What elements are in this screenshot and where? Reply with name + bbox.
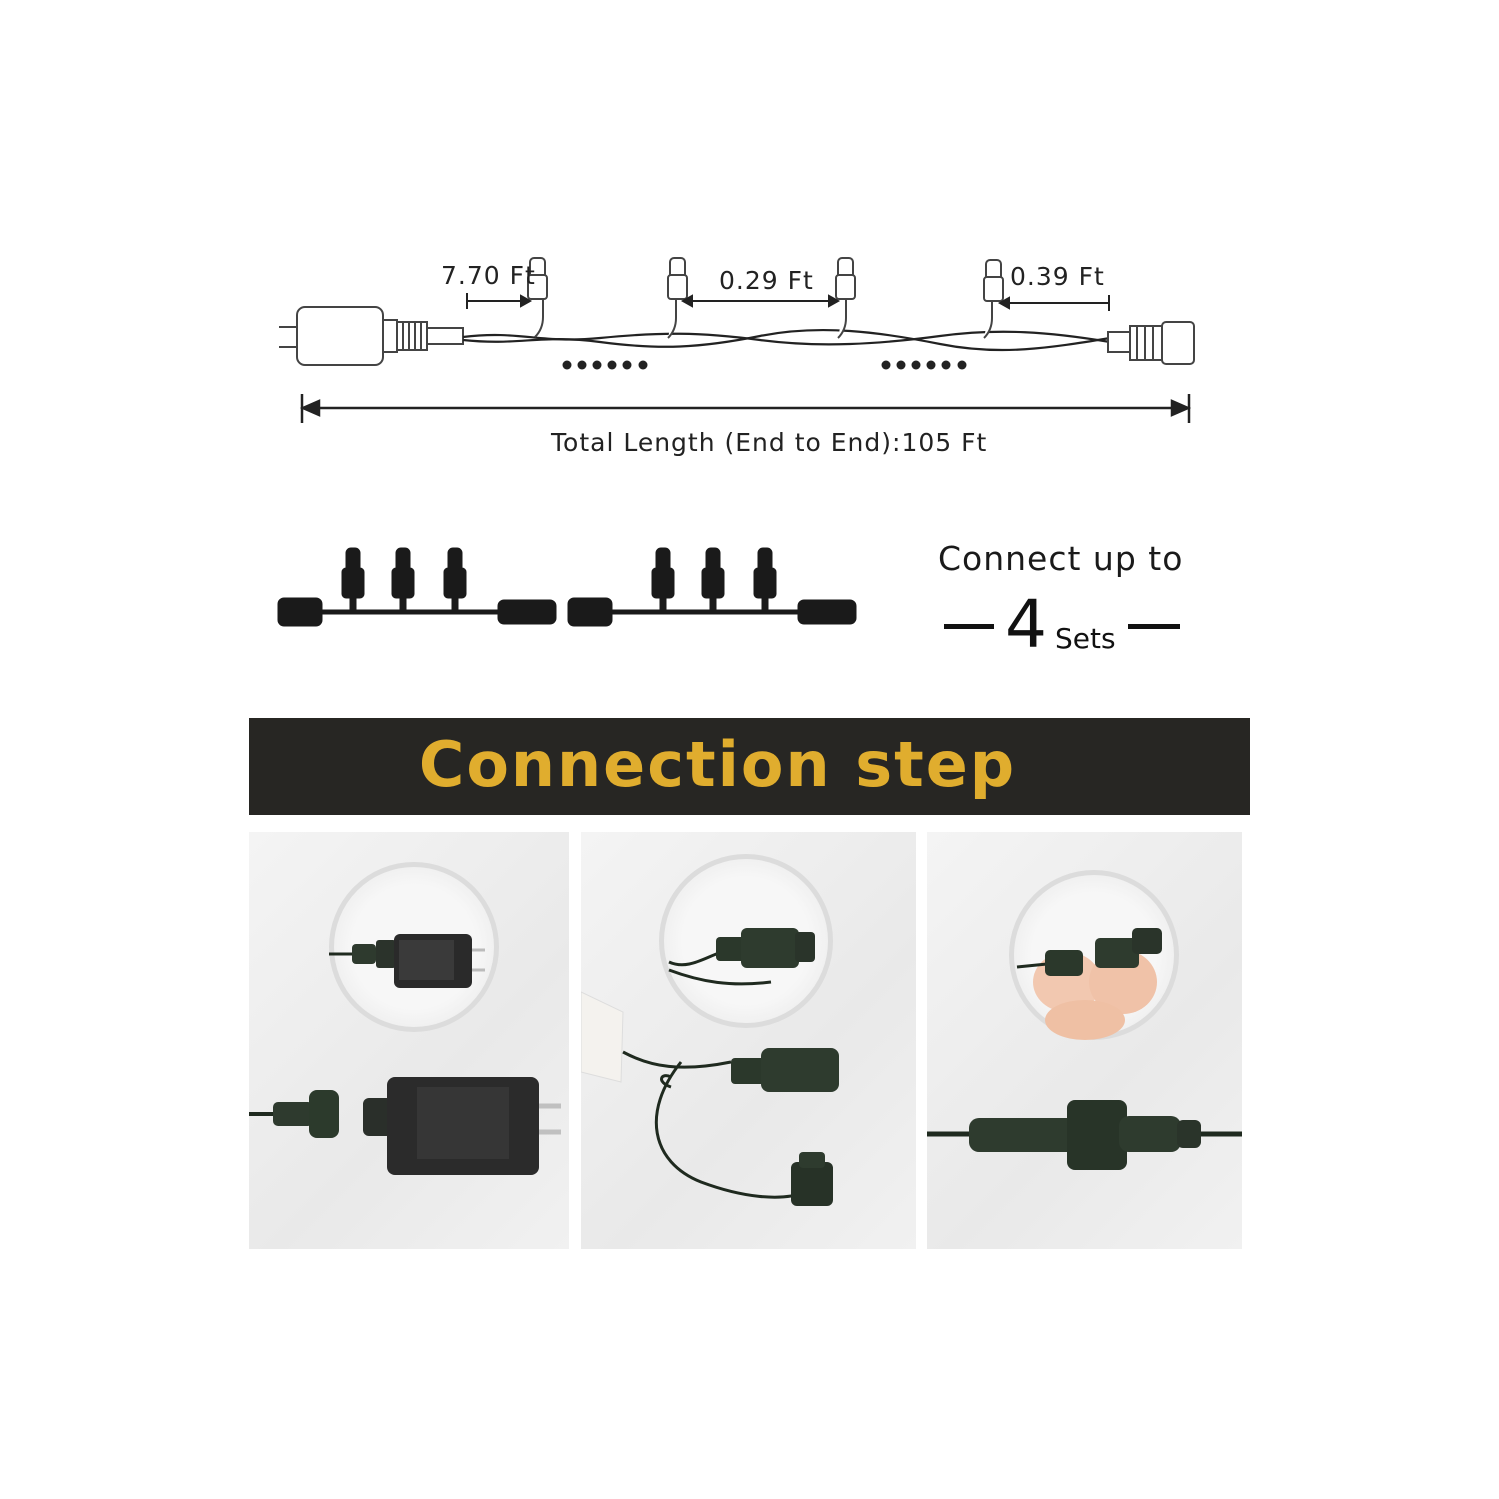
step-1-photo-panel <box>249 832 569 1249</box>
connected-sets-diagram <box>277 547 857 627</box>
lead-length-label: 7.70 Ft <box>441 261 536 290</box>
bulb-icon <box>835 257 856 339</box>
banner-title: Connection step <box>418 728 1017 801</box>
connected-plug-icon <box>927 928 1242 1170</box>
light-set-icon <box>567 547 857 627</box>
bulb-icon <box>983 259 1004 339</box>
bulb-icon <box>667 257 688 339</box>
bulb-icon <box>527 257 548 338</box>
ellipsis-dots-icon <box>562 360 648 370</box>
connect-up-to-text: Connect up to <box>938 539 1184 578</box>
step-3-photo-panel <box>927 832 1242 1249</box>
tail-length-label: 0.39 Ft <box>1010 262 1105 291</box>
power-adapter-icon <box>249 934 561 1175</box>
dimension-arrow-tail <box>997 295 1110 311</box>
light-set-icon <box>277 547 557 627</box>
dimension-arrow-total <box>299 394 1192 423</box>
divider <box>944 624 994 629</box>
dimension-arrow-spacing <box>680 294 841 308</box>
divider <box>1128 624 1180 629</box>
dimension-arrow-lead <box>466 293 533 309</box>
step-2-photo-panel <box>581 832 916 1249</box>
connect-unit: Sets <box>1055 622 1116 655</box>
end-connector-outline-icon <box>1107 321 1195 365</box>
power-adapter-outline-icon <box>279 306 464 366</box>
ellipsis-dots-icon <box>881 360 967 370</box>
connector-cap-icon <box>581 928 839 1206</box>
bulb-spacing-label: 0.29 Ft <box>719 266 814 295</box>
total-length-label: Total Length (End to End):105 Ft <box>551 428 988 457</box>
string-light-dimension-diagram <box>279 257 1195 423</box>
wire <box>462 328 1111 352</box>
connection-step-banner: Connection step <box>249 718 1250 815</box>
connect-count: 4 <box>1005 586 1047 663</box>
